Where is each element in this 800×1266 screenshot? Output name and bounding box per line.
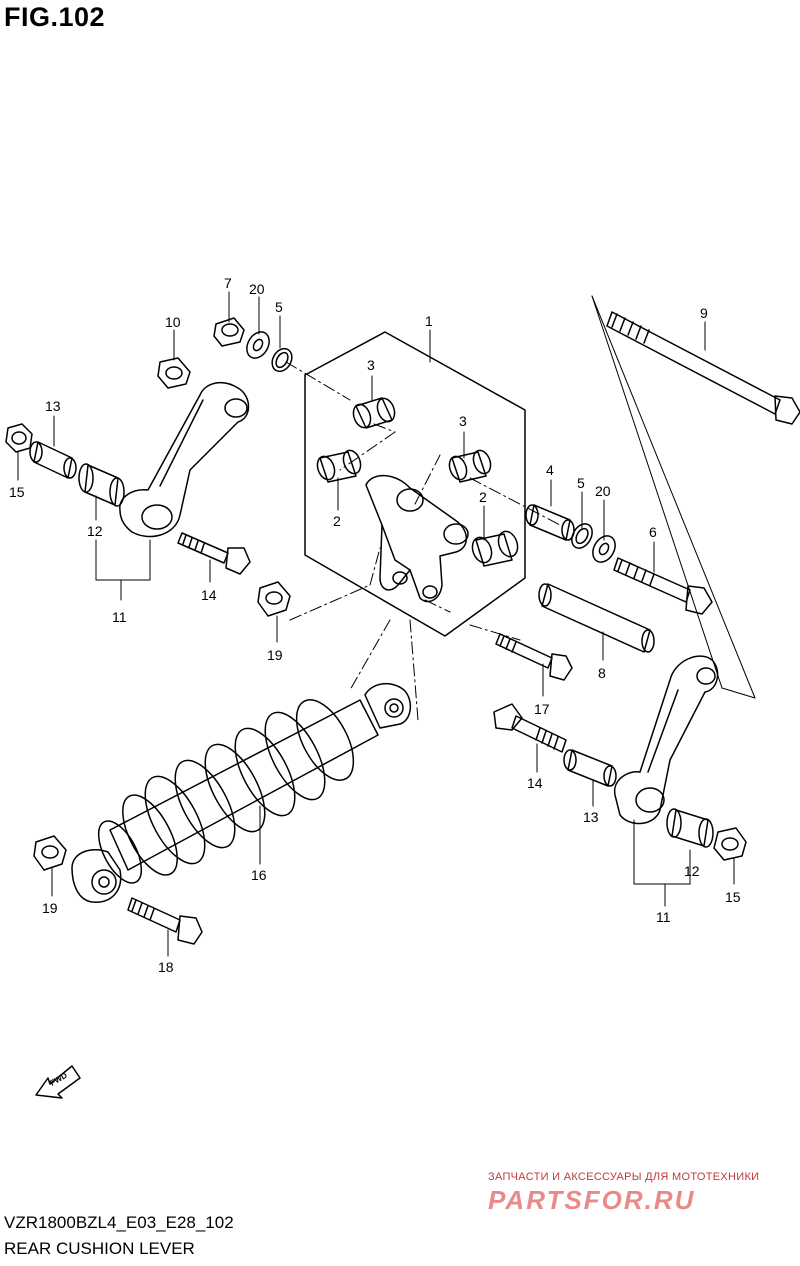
- nut-19-lower: [33, 835, 67, 871]
- callout-13-right: 13: [583, 809, 599, 825]
- callout-19-upper: 19: [267, 647, 283, 663]
- seal-5-right: [571, 523, 593, 549]
- callout-5-right: 5: [577, 475, 585, 491]
- right-cushion-lever: [613, 655, 719, 825]
- callout-9: 9: [700, 305, 708, 321]
- bearing-2-right: [471, 530, 519, 567]
- callout-3-right: 3: [459, 413, 467, 429]
- washer-20-right: [592, 535, 616, 563]
- watermark-tagline: ЗАПЧАСТИ И АКСЕССУАРЫ ДЛЯ МОТОТЕХНИКИ: [488, 1171, 760, 1183]
- seal-5-left: [271, 347, 293, 373]
- cushion-lever-assembly-box: [304, 331, 526, 637]
- callout-11-left: 11: [112, 609, 127, 625]
- callout-20-right: 20: [595, 483, 611, 499]
- bolt-9: [606, 311, 800, 425]
- lever-body: [365, 474, 469, 603]
- shock-absorber-16: [71, 683, 412, 903]
- left-spacer-13: [29, 441, 77, 479]
- right-bolt-14: [493, 703, 567, 753]
- figure-title: FIG.102: [4, 2, 106, 32]
- leader-lines: [17, 291, 735, 957]
- right-spacer-13: [563, 749, 617, 787]
- spacer-8: [538, 583, 655, 653]
- bolt-9-reference-lines: [591, 295, 756, 699]
- fwd-direction-arrow: FWD: [35, 1065, 81, 1099]
- watermark-logo-text: PARTSFOR.RU: [488, 1185, 696, 1215]
- nut-10: [157, 357, 191, 389]
- callout-10: 10: [165, 314, 181, 330]
- right-nut-15: [713, 827, 747, 861]
- callout-8: 8: [598, 665, 606, 681]
- bolt-17: [495, 633, 573, 681]
- bearing-2-left: [316, 449, 362, 483]
- callout-12-right: 12: [684, 863, 700, 879]
- callout-13-left: 13: [45, 398, 61, 414]
- callout-4: 4: [546, 462, 554, 478]
- diagram-caption: REAR CUSHION LEVER: [4, 1239, 195, 1258]
- callout-16: 16: [251, 867, 267, 883]
- spacer-4: [525, 504, 575, 541]
- callout-12-left: 12: [87, 523, 103, 539]
- bearing-3-right: [448, 449, 492, 483]
- washer-20-left: [246, 331, 270, 359]
- bearing-3-upper: [352, 397, 396, 429]
- left-bolt-14: [177, 532, 251, 575]
- callout-1: 1: [425, 313, 433, 329]
- callout-20-left: 20: [249, 281, 265, 297]
- callout-17: 17: [534, 701, 550, 717]
- callout-15-right: 15: [725, 889, 741, 905]
- nut-19-upper: [257, 581, 291, 617]
- callout-3-upper: 3: [367, 357, 375, 373]
- callout-14-left: 14: [201, 587, 217, 603]
- callout-6: 6: [649, 524, 657, 540]
- callout-18: 18: [158, 959, 174, 975]
- callout-7: 7: [224, 275, 232, 291]
- alignment-lines: [285, 361, 561, 721]
- callout-19-lower: 19: [42, 900, 58, 916]
- cap-7: [213, 317, 245, 347]
- callout-15-left: 15: [9, 484, 25, 500]
- left-bearing-12: [78, 463, 125, 507]
- callout-labels: 1 3 3 2 2 4 5 20 6 9 7 20 5 10 13 15 12 …: [9, 275, 741, 975]
- model-code: VZR1800BZL4_E03_E28_102: [4, 1213, 234, 1232]
- right-bearing-12: [666, 808, 714, 848]
- left-nut-15: [5, 423, 33, 453]
- callout-5-left: 5: [275, 299, 283, 315]
- callout-11-right: 11: [656, 909, 671, 925]
- bolt-6: [613, 557, 713, 615]
- bolt-18: [127, 897, 203, 945]
- callout-2-left: 2: [333, 513, 341, 529]
- callout-14-right: 14: [527, 775, 543, 791]
- left-cushion-lever: [119, 381, 250, 538]
- callout-2-right: 2: [479, 489, 487, 505]
